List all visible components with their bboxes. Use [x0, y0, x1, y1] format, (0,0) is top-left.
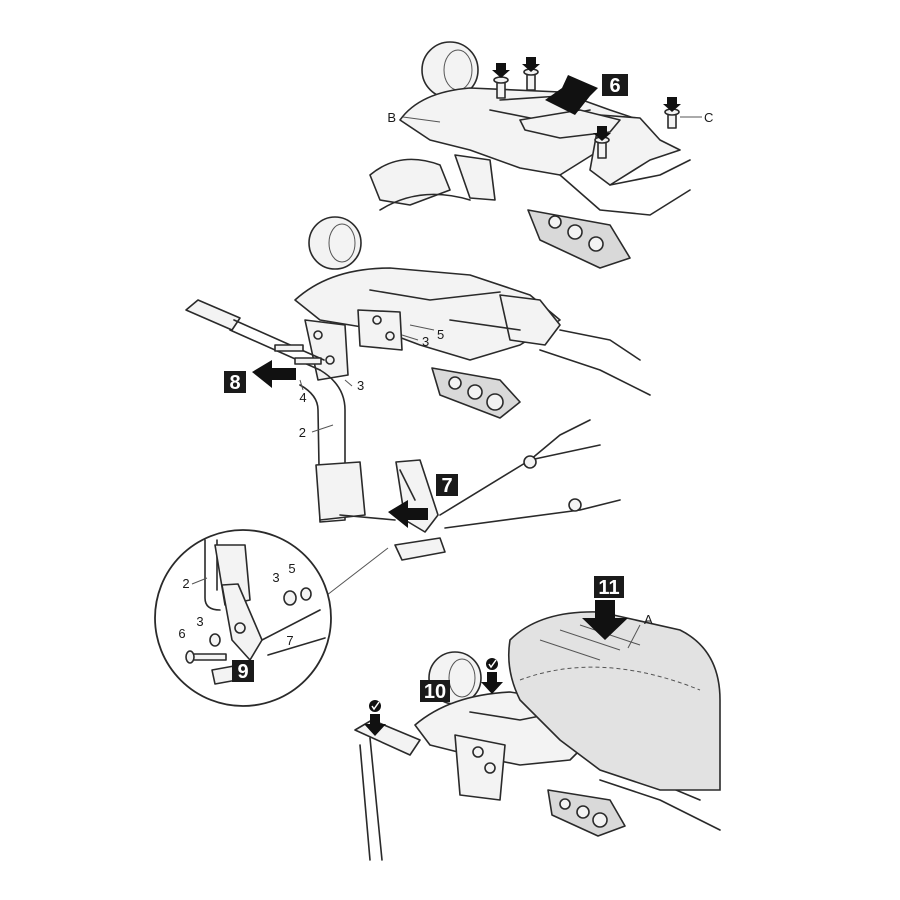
step-number-6: 6 — [609, 75, 620, 97]
bolt-icon — [274, 344, 322, 365]
push-arrow-icon — [582, 600, 628, 640]
detail-callout-2: 2 — [182, 576, 189, 591]
bolt-icon — [185, 650, 227, 664]
push-arrow-icon — [252, 360, 296, 388]
step-number-9: 9 — [237, 661, 248, 683]
push-arrow-icon — [481, 672, 503, 694]
push-arrow-icon — [388, 500, 428, 528]
detail-callout-3-lower: 3 — [196, 614, 203, 629]
detail-callout-3-upper: 3 — [272, 570, 279, 585]
panel-steps-7-8: 8 7 4 3 3 5 2 — [185, 216, 651, 561]
callout-2: 2 — [299, 425, 306, 440]
detail-callout-5: 5 — [288, 561, 295, 576]
seat — [507, 611, 721, 791]
label-a: A — [644, 612, 653, 627]
callout-4: 4 — [299, 390, 306, 405]
callout-5: 5 — [437, 327, 444, 342]
callout-3-upper: 3 — [422, 334, 429, 349]
step-number-11: 11 — [598, 577, 619, 599]
detail-callout-6: 6 — [178, 626, 185, 641]
label-c: C — [704, 110, 713, 125]
push-arrow-icon — [545, 75, 598, 115]
push-arrow-icon — [364, 714, 386, 736]
panel-step-6: 6 B C — [369, 41, 713, 269]
detail-callout-7: 7 — [286, 633, 293, 648]
label-b: B — [387, 110, 396, 125]
detail-inset-step-9: 9 2 3 5 3 6 7 — [154, 529, 389, 707]
down-arrow-icon — [492, 57, 681, 141]
panel-steps-10-11: 11 10 A — [354, 576, 721, 861]
step-number-7: 7 — [441, 475, 452, 497]
callout-3-lower: 3 — [357, 378, 364, 393]
step-number-8: 8 — [229, 372, 240, 394]
check-icon — [369, 658, 498, 712]
step-number-10: 10 — [424, 681, 446, 703]
